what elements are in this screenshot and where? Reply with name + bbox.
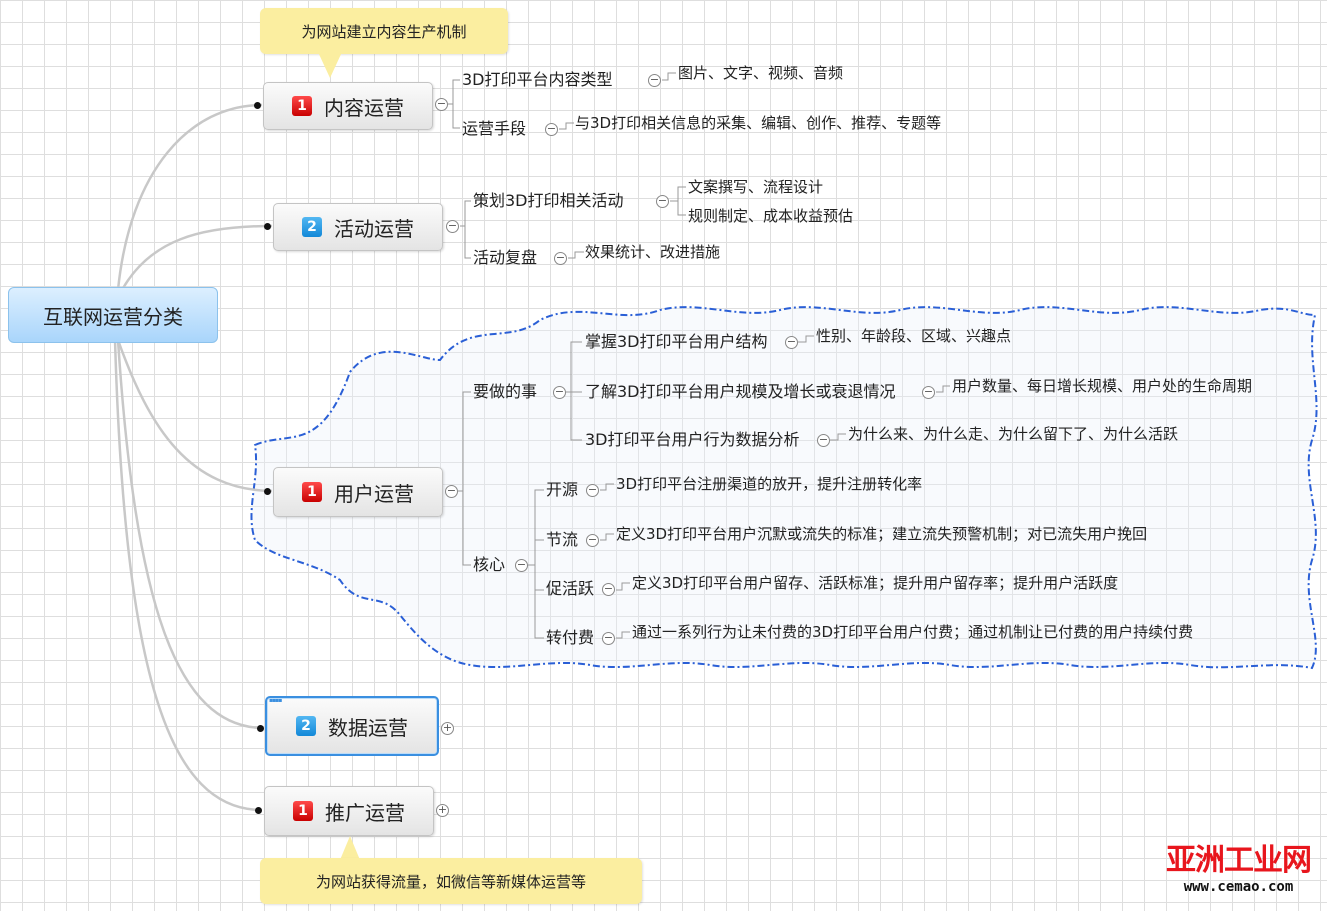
promotion-ops-label: 推广运营 [325, 800, 405, 825]
content-type-leaf[interactable]: 图片、文字、视频、音频 [678, 64, 844, 82]
user-ops-boundary [250, 306, 1318, 670]
plan-activity-leaf[interactable]: 文案撰写、流程设计 [688, 178, 824, 196]
collapse-toggle[interactable]: − [445, 484, 458, 498]
collapse-toggle[interactable]: − [602, 631, 615, 645]
retention-topic[interactable]: 节流 [546, 530, 579, 549]
priority-badge: 1 [292, 96, 312, 116]
collapse-toggle[interactable]: − [648, 73, 661, 87]
user-ops-topic[interactable]: 1 用户运营 [273, 467, 443, 517]
collapse-toggle[interactable]: − [785, 335, 798, 349]
user-behavior-leaf[interactable]: 为什么来、为什么走、为什么留下了、为什么活跃 [848, 425, 1179, 443]
user-ops-label: 用户运营 [334, 481, 414, 506]
collapse-toggle[interactable]: − [586, 533, 599, 547]
monetization-topic[interactable]: 转付费 [546, 628, 595, 647]
user-scale-topic[interactable]: 了解3D打印平台用户规模及增长或衰退情况 [585, 382, 896, 401]
selection-grip: ▪▪▪▪ [269, 697, 282, 704]
activation-leaf[interactable]: 定义3D打印平台用户留存、活跃标准；提升用户留存率；提升用户活跃度 [632, 574, 1119, 592]
priority-badge: 2 [302, 217, 322, 237]
activity-ops-topic[interactable]: 2 活动运营 [273, 203, 443, 251]
collapse-toggle[interactable]: − [922, 385, 935, 399]
content-type-topic[interactable]: 3D打印平台内容类型 [462, 70, 613, 89]
priority-badge: 1 [293, 801, 313, 821]
promotion-ops-callout-text: 为网站获得流量，如微信等新媒体运营等 [315, 872, 586, 891]
branch-connector-dot [264, 488, 271, 495]
user-scale-leaf[interactable]: 用户数量、每日增长规模、用户处的生命周期 [952, 377, 1253, 395]
user-behavior-topic[interactable]: 3D打印平台用户行为数据分析 [585, 430, 800, 449]
expand-toggle[interactable]: + [436, 803, 449, 817]
user-structure-leaf[interactable]: 性别、年龄段、区域、兴趣点 [816, 327, 1012, 345]
callout-pointer [318, 52, 342, 78]
content-ops-topic[interactable]: 1 内容运营 [263, 82, 433, 130]
activity-ops-label: 活动运营 [334, 216, 414, 241]
user-structure-topic[interactable]: 掌握3D打印平台用户结构 [585, 332, 768, 351]
content-ops-callout: 为网站建立内容生产机制 [260, 8, 508, 54]
root-topic[interactable]: 互联网运营分类 [8, 287, 218, 343]
promotion-ops-topic[interactable]: 1 推广运营 [264, 786, 434, 836]
root-topic-label: 互联网运营分类 [43, 304, 183, 329]
plan-activity-topic[interactable]: 策划3D打印相关活动 [473, 191, 624, 210]
collapse-toggle[interactable]: − [817, 433, 830, 447]
collapse-toggle[interactable]: − [586, 483, 599, 497]
ops-means-topic[interactable]: 运营手段 [462, 119, 527, 138]
branch-connector-dot [255, 807, 262, 814]
watermark-logo: 亚洲工业网 www.cemao.com [1166, 835, 1312, 895]
activation-topic[interactable]: 促活跃 [546, 579, 595, 598]
content-ops-callout-text: 为网站建立内容生产机制 [301, 22, 467, 41]
plan-activity-leaf[interactable]: 规则制定、成本收益预估 [688, 207, 854, 225]
collapse-toggle[interactable]: − [515, 558, 528, 572]
monetization-leaf[interactable]: 通过一系列行为让未付费的3D打印平台用户付费；通过机制让已付费的用户持续付费 [632, 623, 1194, 641]
collapse-toggle[interactable]: − [545, 122, 558, 136]
collapse-toggle[interactable]: − [446, 219, 459, 233]
priority-badge: 2 [296, 716, 316, 736]
acquisition-topic[interactable]: 开源 [546, 480, 579, 499]
priority-badge: 1 [302, 482, 322, 502]
activity-review-leaf[interactable]: 效果统计、改进措施 [585, 243, 721, 261]
activity-review-topic[interactable]: 活动复盘 [473, 248, 538, 267]
retention-leaf[interactable]: 定义3D打印平台用户沉默或流失的标准；建立流失预警机制；对已流失用户挽回 [616, 525, 1148, 543]
core-topic[interactable]: 核心 [473, 555, 506, 574]
collapse-toggle[interactable]: − [656, 194, 669, 208]
branch-connector-dot [264, 223, 271, 230]
ops-means-leaf[interactable]: 与3D打印相关信息的采集、编辑、创作、推荐、专题等 [575, 114, 942, 132]
collapse-toggle[interactable]: − [553, 385, 566, 399]
acquisition-leaf[interactable]: 3D打印平台注册渠道的放开，提升注册转化率 [616, 475, 923, 493]
collapse-toggle[interactable]: − [435, 97, 448, 111]
branch-connector-dot [254, 102, 261, 109]
branch-connector-dot [257, 725, 264, 732]
data-ops-topic[interactable]: ▪▪▪▪ 2 数据运营 [265, 696, 439, 756]
content-ops-label: 内容运营 [324, 95, 404, 120]
todo-topic[interactable]: 要做的事 [473, 382, 538, 401]
collapse-toggle[interactable]: − [602, 582, 615, 596]
collapse-toggle[interactable]: − [554, 251, 567, 265]
callout-pointer [340, 836, 360, 860]
promotion-ops-callout: 为网站获得流量，如微信等新媒体运营等 [260, 858, 642, 904]
watermark-url: www.cemao.com [1183, 879, 1294, 895]
data-ops-label: 数据运营 [328, 715, 408, 740]
expand-toggle[interactable]: + [441, 721, 454, 735]
watermark-name: 亚洲工业网 [1166, 843, 1312, 878]
